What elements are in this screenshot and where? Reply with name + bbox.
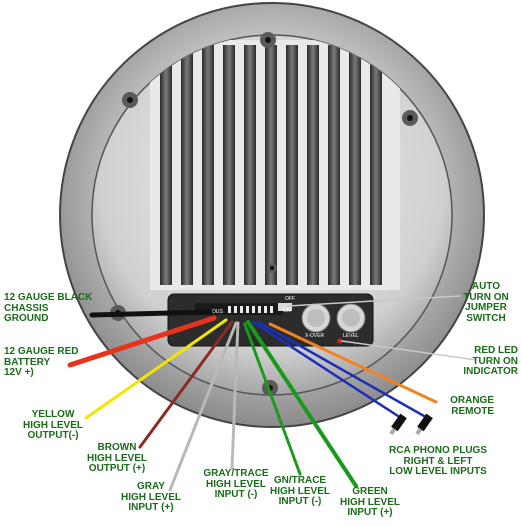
red-led-indicator	[337, 338, 343, 344]
label-battery: 12 GAUGE RED BATTERY 12v +)	[4, 346, 79, 378]
wire-blue-1	[251, 320, 400, 418]
label-red-led: RED LED TURN ON INDICATOR	[463, 345, 518, 377]
xover-label: X-OVER	[305, 333, 325, 339]
level-knob[interactable]: LEVEL	[336, 303, 366, 339]
wire-yellow	[84, 318, 228, 420]
switch-on-label: ON	[283, 308, 291, 314]
wire-green	[246, 320, 358, 488]
wire-terminal	[240, 306, 243, 313]
wire-gn-trace	[242, 320, 302, 476]
leader-red-led	[341, 340, 477, 361]
rca-plugs	[389, 413, 433, 436]
screw-icon	[402, 110, 418, 126]
label-green: GREEN HIGH LEVEL INPUT (+)	[339, 486, 400, 518]
jumper-switch[interactable]: ON OFF	[278, 296, 295, 314]
svg-text:OUS: OUS	[212, 309, 224, 315]
wire-terminal	[264, 306, 267, 313]
heatsink-fins	[150, 40, 400, 290]
heatsink-fin	[370, 45, 382, 285]
heatsink-fin	[160, 45, 172, 285]
heatsink-fin	[328, 45, 340, 285]
heatsink-fin	[286, 45, 298, 285]
wire-gray-trace	[230, 321, 240, 470]
level-label: LEVEL	[343, 333, 359, 339]
label-yellow: YELLOW HIGH LEVEL OUTPUT(-)	[22, 409, 83, 441]
label-rca: RCA PHONO PLUGS RIGHT & LEFT LOW LEVEL I…	[389, 445, 487, 477]
label-ground: 12 GAUGE BLACK CHASSIS GROUND	[4, 292, 93, 324]
screw-icon	[260, 32, 276, 48]
wire-brown	[138, 320, 234, 449]
heatsink-fin	[244, 45, 256, 285]
heatsink-fin	[265, 45, 277, 285]
heatsink-fin	[349, 45, 361, 285]
switch-off-label: OFF	[285, 296, 295, 302]
wire-bundle	[67, 295, 477, 492]
heatsink-fin	[181, 45, 193, 285]
wire-terminal	[270, 306, 273, 313]
wire-black-ground	[89, 309, 213, 318]
screw-icon	[267, 263, 277, 273]
label-gray-trace: GRAY/TRACE HIGH LEVEL INPUT (-)	[203, 468, 269, 500]
leader-auto-turn-on	[287, 295, 461, 307]
wire-orange	[268, 322, 438, 404]
screw-icon	[122, 92, 138, 108]
wire-terminal	[258, 306, 261, 313]
amp-control-panel: OUS ON OFF X-OVER LEVEL	[167, 293, 374, 347]
wire-red-battery	[67, 315, 217, 368]
xover-knob[interactable]: X-OVER	[301, 303, 331, 339]
wire-blue-2	[256, 320, 426, 418]
wire-gray	[168, 321, 238, 492]
heatsink-fin	[307, 45, 319, 285]
wire-terminal	[234, 306, 237, 313]
wire-terminal	[246, 306, 249, 313]
rca-plug-icon	[415, 413, 433, 436]
label-gray: GRAY HIGH LEVEL INPUT (+)	[120, 481, 181, 513]
wire-terminal	[252, 306, 255, 313]
label-auto-turn-on: AUTO TURN ON JUMPER SWITCH	[463, 281, 509, 324]
rca-plug-icon	[389, 413, 407, 436]
heatsink-fin	[202, 45, 214, 285]
wire-terminal	[228, 306, 231, 313]
label-gn-trace: GN/TRACE HIGH LEVEL INPUT (-)	[269, 475, 330, 507]
label-brown: BROWN HIGH LEVEL OUTPUT (+)	[86, 442, 147, 474]
heatsink-fin	[223, 45, 235, 285]
label-orange: ORANGE REMOTE	[450, 395, 494, 417]
